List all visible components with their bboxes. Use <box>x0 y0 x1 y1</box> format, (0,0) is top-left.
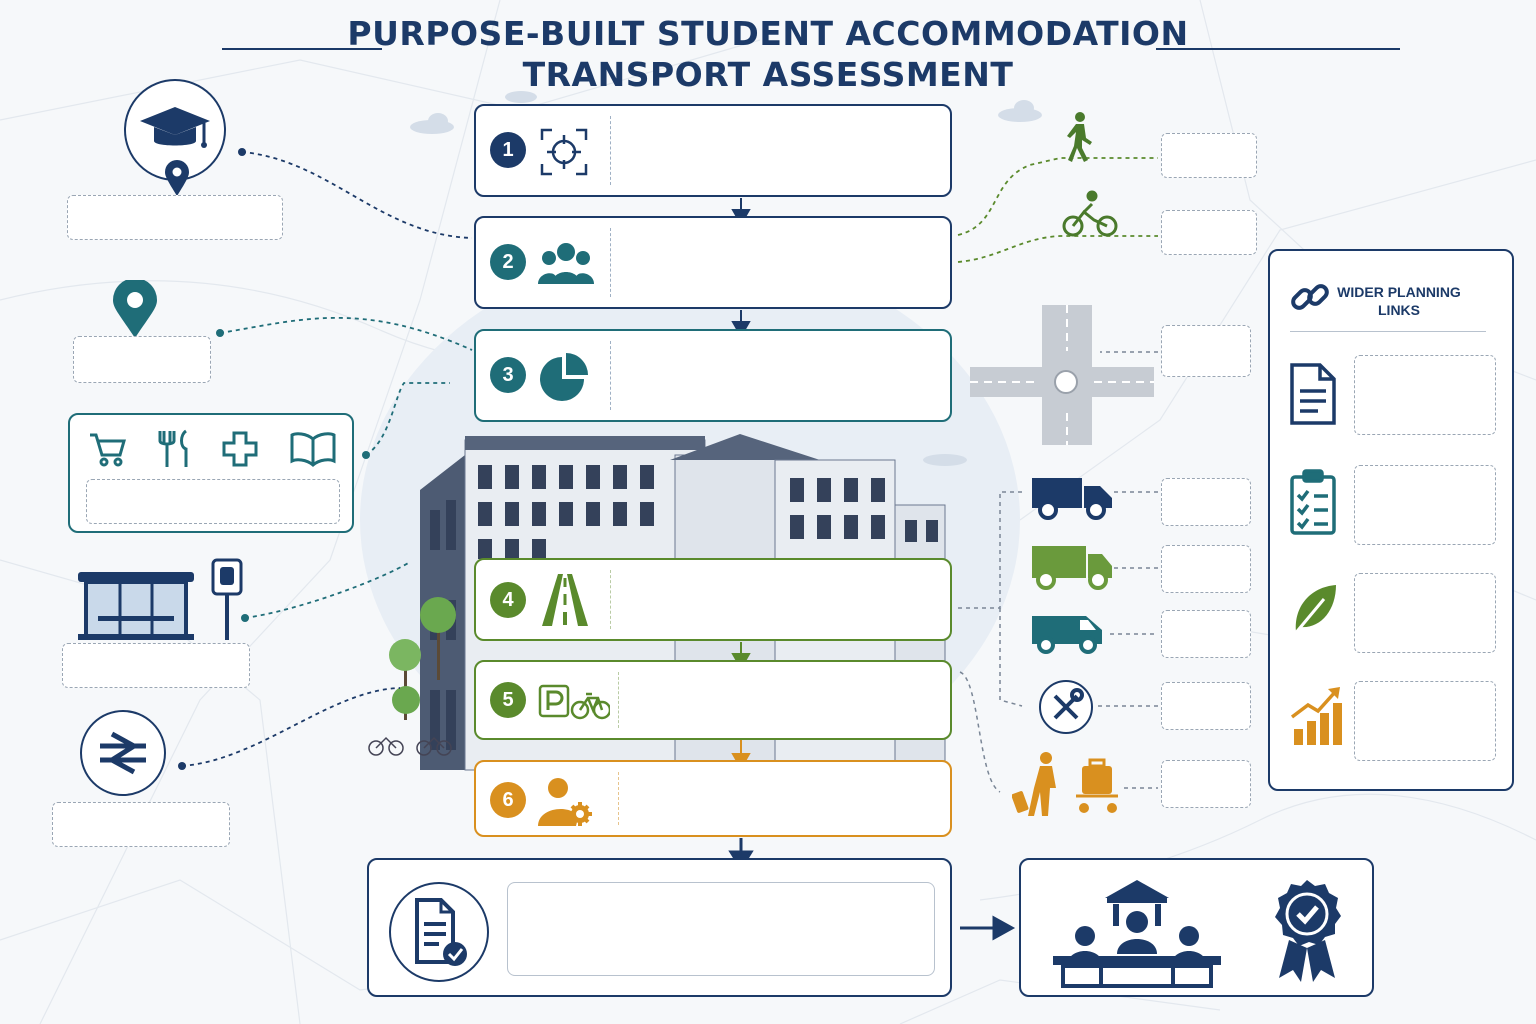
page-subtitle: TRANSPORT ASSESSMENT <box>522 55 1014 94</box>
step-number-badge: 1 <box>490 132 526 168</box>
university-text-box <box>67 195 283 240</box>
rail-icon <box>80 710 166 796</box>
deliveries-text-box <box>1161 478 1251 526</box>
step-5-card: 5 <box>474 660 952 740</box>
cloud-decoration <box>410 91 1042 466</box>
step-2-card: 2 <box>474 216 952 309</box>
health-cross-icon <box>220 429 260 474</box>
step-1-card: 1 <box>474 104 952 197</box>
step-number-badge: 3 <box>490 357 526 393</box>
rail-text-box <box>52 802 230 847</box>
panel-title: WIDER PLANNING LINKS <box>1337 284 1461 318</box>
move-in-text-box <box>1161 760 1251 808</box>
refuse-text-box <box>1161 545 1251 593</box>
people-group-icon <box>538 238 594 290</box>
road-icon <box>538 574 592 626</box>
step-3-card: 3 <box>474 329 952 422</box>
manager-gear-icon <box>538 776 594 828</box>
library-book-icon <box>290 431 336 472</box>
planning-committee-icon <box>1051 874 1223 993</box>
walking-text-box <box>1161 133 1257 178</box>
location-pin-icon <box>165 160 189 201</box>
refuse-truck-icon <box>1030 542 1114 595</box>
target-icon <box>538 126 590 178</box>
luggage-moving-icon <box>1011 752 1122 823</box>
parking-bike-icon <box>538 682 610 722</box>
conditions-text-box <box>1354 465 1496 545</box>
planning-policy-text-box <box>1354 355 1496 435</box>
decision-card <box>1019 858 1374 997</box>
step-divider <box>618 672 619 728</box>
title-rule-left <box>222 48 382 50</box>
clipboard-checklist-icon <box>1288 469 1338 542</box>
output-card <box>367 858 952 997</box>
output-text-box <box>507 882 935 976</box>
delivery-van-icon <box>1030 470 1114 525</box>
maintenance-tools-icon <box>1039 680 1093 734</box>
step-number-badge: 5 <box>490 682 526 718</box>
map-pin-icon <box>113 278 157 343</box>
walking-icon <box>1062 112 1096 167</box>
step-divider <box>610 570 611 629</box>
cycling-icon <box>1062 190 1118 243</box>
local-amenities-card <box>68 413 354 533</box>
approval-badge-icon <box>1271 878 1343 987</box>
pie-chart-icon <box>538 351 592 405</box>
step-divider <box>610 228 611 297</box>
step-divider <box>610 341 611 410</box>
maintenance-text-box <box>1161 682 1251 730</box>
bus-text-box <box>62 643 250 688</box>
wider-planning-links-panel: WIDER PLANNING LINKS <box>1268 249 1514 791</box>
restaurant-icon <box>158 429 192 474</box>
sustainability-text-box <box>1354 573 1496 653</box>
junction-text-box <box>1161 325 1251 377</box>
roundabout-junction-icon <box>970 305 1154 450</box>
amenities-text-box <box>86 479 340 524</box>
step-divider <box>610 116 611 185</box>
leaf-icon <box>1290 581 1340 642</box>
bus-shelter-icon <box>76 570 196 647</box>
servicing-text-box <box>1161 610 1251 658</box>
panel-divider <box>1290 331 1486 332</box>
chain-link-icon <box>1288 275 1332 324</box>
title-rule-right <box>1156 48 1400 50</box>
step-number-badge: 4 <box>490 582 526 618</box>
bus-stop-sign-icon <box>211 558 243 647</box>
step-6-card: 6 <box>474 760 952 837</box>
growth-chart-icon <box>1290 683 1344 754</box>
document-icon <box>1288 361 1338 432</box>
step-4-card: 4 <box>474 558 952 641</box>
step-number-badge: 2 <box>490 244 526 280</box>
step-number-badge: 6 <box>490 782 526 818</box>
service-van-icon <box>1030 610 1104 659</box>
shopping-cart-icon <box>88 429 128 474</box>
step-divider <box>618 772 619 825</box>
cycling-text-box <box>1161 210 1257 255</box>
page-title: PURPOSE-BUILT STUDENT ACCOMMODATION <box>347 14 1189 53</box>
report-approved-icon <box>389 882 489 982</box>
site-location-text-box <box>73 336 211 383</box>
monitoring-text-box <box>1354 681 1496 761</box>
